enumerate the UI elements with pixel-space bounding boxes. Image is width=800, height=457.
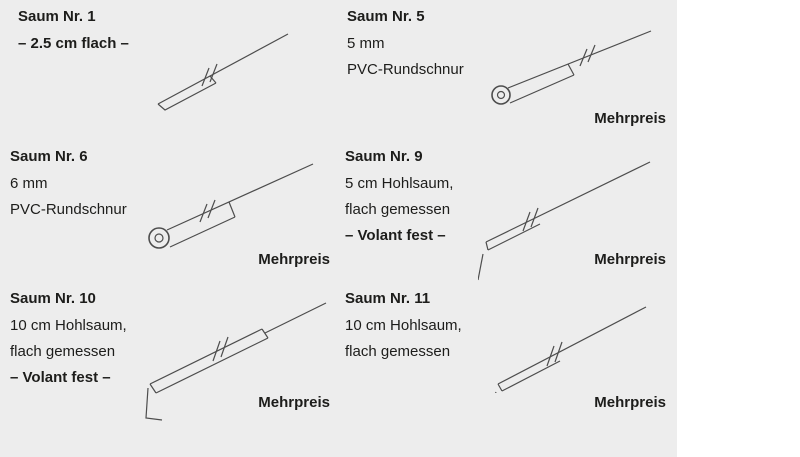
seam-card-saum-10: Saum Nr. 10 10 cm Hohlsaum, flach gemess… [10,290,330,387]
pvc-cord-seam-diagram [148,163,314,249]
seam-description-line: flach gemessen [345,343,451,360]
seam-note: – Volant fest – [10,369,111,386]
seam-description-line: flach gemessen [10,343,116,360]
flat-seam-diagram [157,33,289,111]
seam-title: Saum Nr. 5 [347,8,425,25]
seam-description-line: PVC-Rundschnur [10,201,127,218]
surcharge-label: Mehrpreis [594,251,666,268]
seam-description-line: PVC-Rundschnur [347,61,464,78]
seam-note: – Volant fest – [345,227,446,244]
seam-description-line: 5 mm [347,35,385,52]
hollow-seam-diagram [495,306,647,393]
seam-description-line: flach gemessen [345,201,451,218]
page-background-margin [677,0,800,457]
seam-title: Saum Nr. 1 [18,8,96,25]
surcharge-label: Mehrpreis [594,110,666,127]
seam-card-saum-5: Saum Nr. 5 5 mm PVC-Rundschnur [347,8,666,87]
seam-description-line: 10 cm Hohlsaum, [10,317,127,334]
hollow-seam-valance-diagram [478,161,651,281]
seam-description-line: 10 cm Hohlsaum, [345,317,462,334]
seam-card-saum-1: Saum Nr. 1 – 2.5 cm flach – [18,8,330,53]
pvc-cord-seam-diagram [491,30,652,105]
seam-card-saum-6: Saum Nr. 6 6 mm PVC-Rundschnur [10,148,330,227]
seam-card-saum-9: Saum Nr. 9 5 cm Hohlsaum, flach gemessen… [345,148,666,245]
seam-title: Saum Nr. 11 [345,290,431,307]
seam-title: Saum Nr. 10 [10,290,96,307]
seam-description-line: 5 cm Hohlsaum, [345,175,454,192]
surcharge-label: Mehrpreis [258,251,330,268]
seam-title: Saum Nr. 6 [10,148,88,165]
seam-title: Saum Nr. 9 [345,148,423,165]
surcharge-label: Mehrpreis [258,394,330,411]
seam-note: – 2.5 cm flach – [18,35,129,52]
seam-card-saum-11: Saum Nr. 11 10 cm Hohlsaum, flach gemess… [345,290,666,369]
seam-description-line: 6 mm [10,175,48,192]
surcharge-label: Mehrpreis [594,394,666,411]
hollow-seam-valance-diagram [145,302,327,421]
